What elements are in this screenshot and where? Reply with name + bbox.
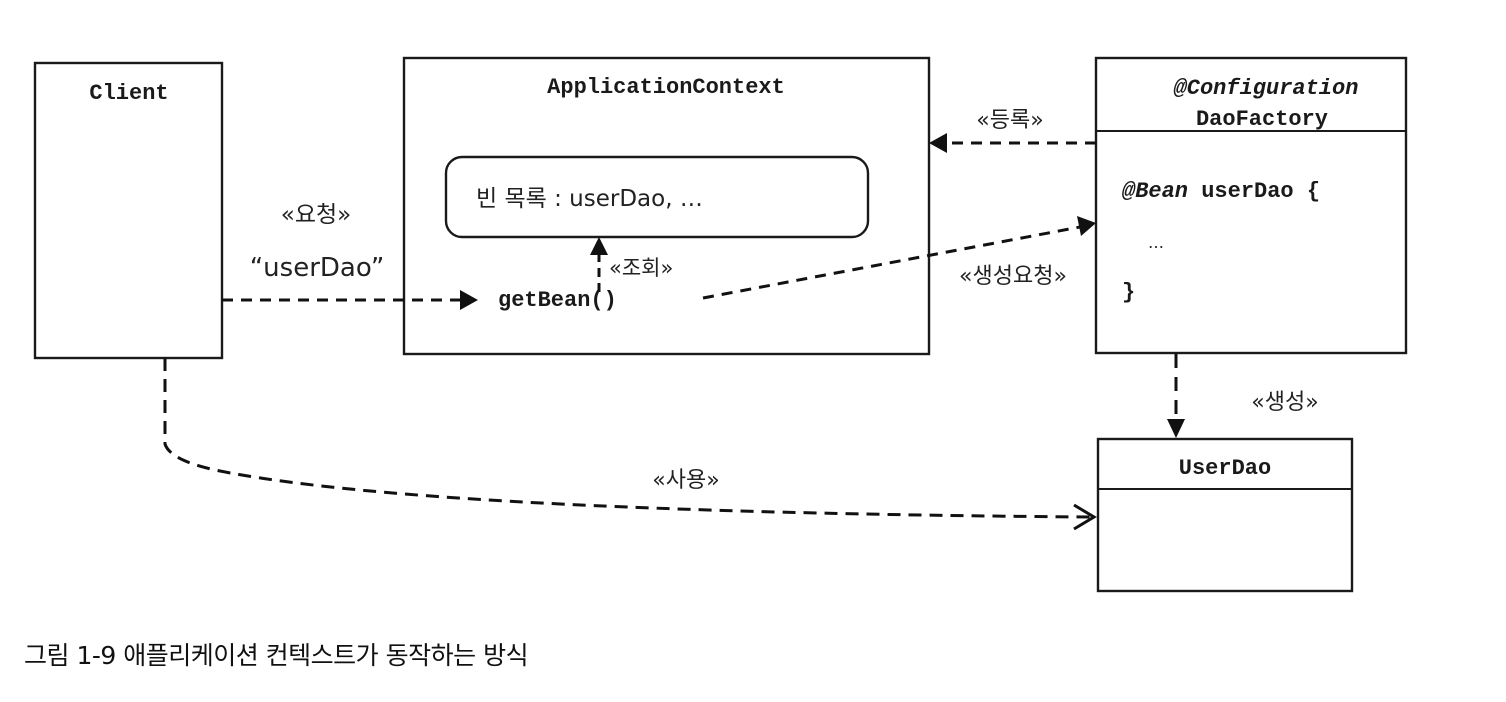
dao-factory-box (1094, 56, 1408, 355)
client-box (33, 61, 224, 360)
bean-method-line: @Bean userDao { (1122, 179, 1320, 204)
dao-factory-node: @Configuration DaoFactory @Bean userDao … (1094, 56, 1408, 355)
request-edge: «요청» “userDao” (222, 202, 478, 310)
create-request-arrowhead (1077, 216, 1096, 236)
bean-list-text: 빈 목록 : userDao, … (476, 186, 703, 212)
bean-list-box (444, 155, 870, 239)
figure-caption: 그림 1-9 애플리케이션 컨텍스트가 동작하는 방식 (24, 641, 529, 670)
dao-factory-title: DaoFactory (1196, 107, 1328, 132)
use-arrowhead (1073, 503, 1097, 531)
request-argument: “userDao” (250, 253, 385, 283)
create-label: «생성» (1251, 390, 1318, 415)
application-context-node: ApplicationContext 빈 목록 : userDao, … get… (402, 56, 931, 356)
bean-method-signature: userDao { (1188, 179, 1320, 204)
create-request-label: «생성요청» (959, 264, 1067, 289)
application-context-title: ApplicationContext (547, 75, 785, 100)
lookup-arrowhead (590, 237, 608, 255)
user-dao-node: UserDao (1096, 437, 1354, 593)
user-dao-box (1096, 437, 1354, 593)
request-label: «요청» (281, 202, 351, 228)
bean-method-close: } (1122, 280, 1135, 305)
create-edge: «생성» (1167, 354, 1319, 438)
configuration-annotation: @Configuration (1174, 76, 1359, 101)
create-request-line (702, 225, 1081, 300)
create-arrowhead (1167, 419, 1185, 438)
lookup-edge: «조회» (590, 237, 673, 292)
client-node: Client (33, 61, 224, 360)
bean-method-body: … (1148, 233, 1164, 252)
register-label: «등록» (976, 108, 1043, 133)
lookup-label: «조회» (609, 256, 673, 280)
bean-annotation: @Bean (1122, 179, 1188, 204)
use-edge: «사용» (163, 358, 1097, 531)
request-arrowhead (460, 290, 478, 310)
client-title: Client (89, 81, 168, 106)
use-line (163, 358, 1091, 519)
create-request-edge: «생성요청» (702, 216, 1096, 300)
register-arrowhead (929, 133, 947, 153)
register-edge: «등록» (929, 108, 1096, 153)
get-bean-method: getBean() (498, 288, 617, 313)
use-label: «사용» (652, 468, 719, 493)
user-dao-title: UserDao (1179, 456, 1271, 481)
